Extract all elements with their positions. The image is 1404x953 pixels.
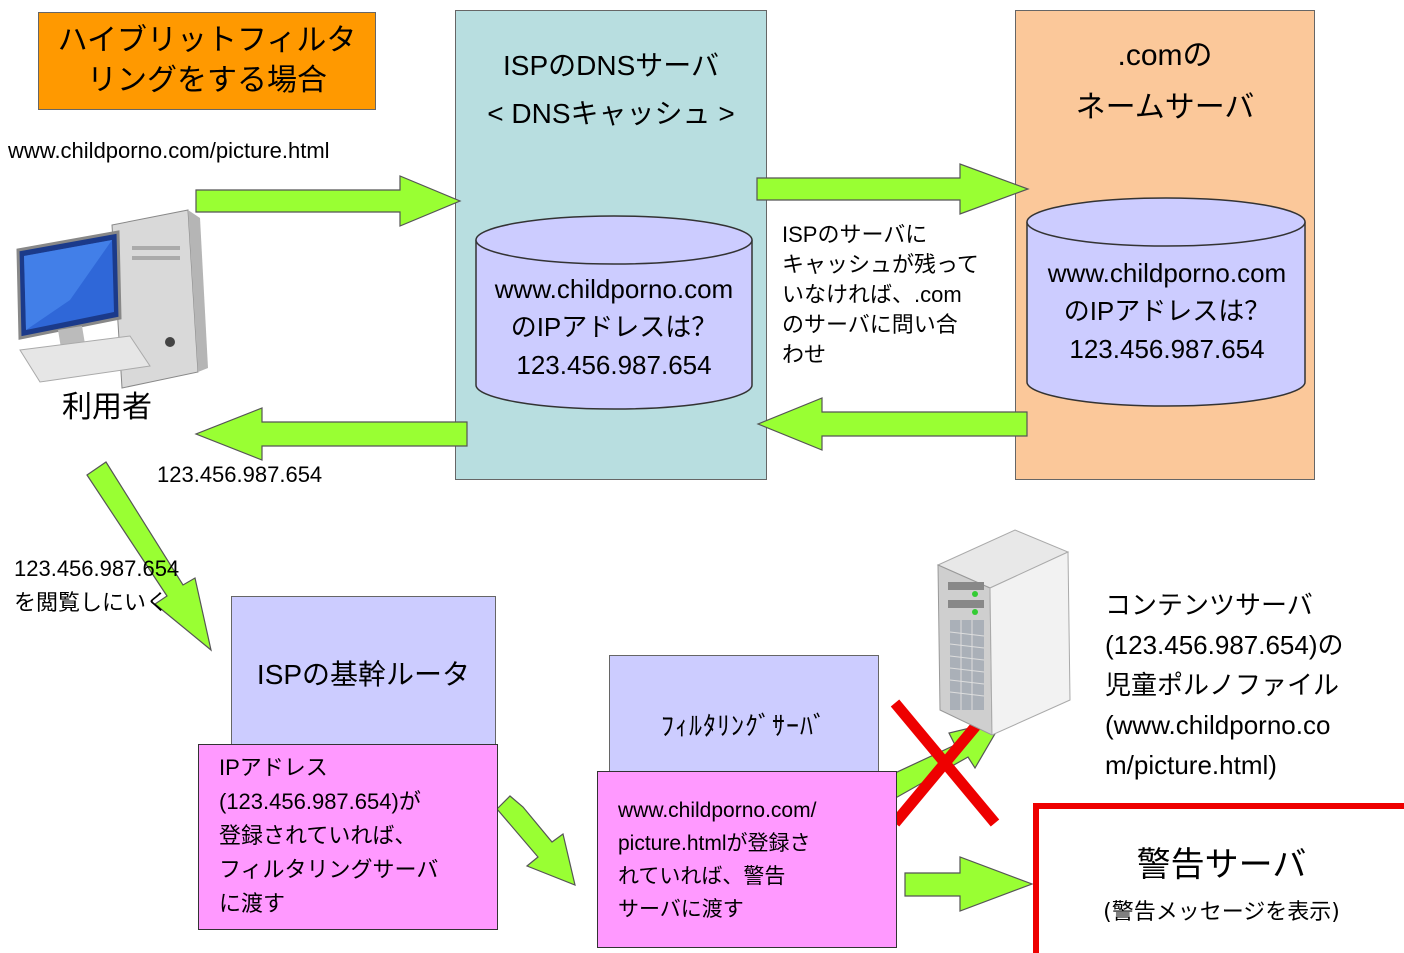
arrow-router-to-filter [496,795,576,886]
arrow-user-to-router [86,461,212,652]
router-note: IPアドレス (123.456.987.654)が 登録されていれば、 フィルタ… [198,744,498,930]
com-ns-title: .comの ネームサーバ [1075,39,1255,124]
isp-dns-title: ISPのDNSサーバ < DNSキャッシュ > [487,50,735,129]
warning-server-sub: (警告メッセージを表示) [1103,900,1340,925]
dns-cache-query: www.childporno.com のIPアドレスは？ 123.456.987… [494,274,734,380]
warning-server-box: 警告サーバ (警告メッセージを表示) [1033,803,1404,953]
warning-server-title: 警告サーバ [1136,845,1307,885]
browse-note: 123.456.987.654 を閲覧しにいく [14,556,180,615]
filter-server-box: ﾌｨﾙﾀﾘﾝｸﾞｻｰﾊﾞ [609,655,879,780]
content-server-label: コンテンツサーバ (123.456.987.654)の 児童ポルノファイル (w… [1105,590,1344,780]
arrow-user-to-dns [195,175,462,227]
arrow-filter-to-warning [904,856,1034,912]
com-ns-query: www.childporno.com のIPアドレスは？ 123.456.987… [1047,258,1287,364]
title-box: ハイブリットフィルタ リングをする場合 [38,12,376,110]
com-ns-cylinder [1026,197,1306,407]
request-url: www.childporno.com/picture.html [8,138,330,163]
returned-ip: 123.456.987.654 [157,462,323,487]
isp-router-box: ISPの基幹ルータ [231,596,496,750]
user-label: 利用者 [62,390,152,425]
cache-note: ISPのサーバに キャッシュが残って いなければ、.com のサーバに問い合 わ… [782,222,979,367]
filter-note: www.childporno.com/ picture.htmlが登録さ れてい… [597,771,897,948]
arrow-dns-to-com [756,163,1030,215]
arrow-com-to-dns [756,397,1028,451]
dns-cache-cylinder [475,215,753,410]
user-pc-icon [16,209,208,389]
arrow-dns-to-user [194,407,468,461]
content-server-icon [936,529,1071,736]
